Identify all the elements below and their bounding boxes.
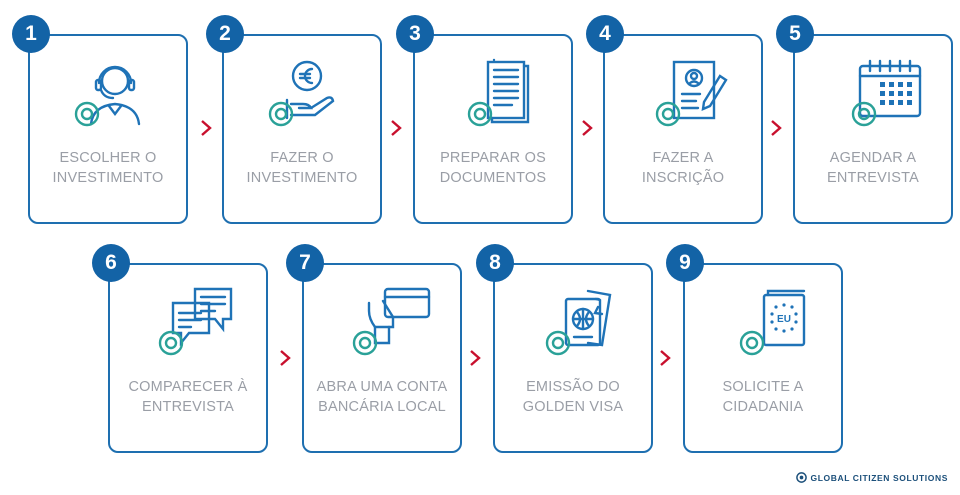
passport-badge-text: EU <box>777 314 791 325</box>
step-number-2: 2 <box>206 15 244 53</box>
step-number-6: 6 <box>92 244 130 282</box>
support-agent-icon <box>53 56 163 136</box>
eu-passport-icon: EU <box>708 285 818 365</box>
step-number-9: 9 <box>666 244 704 282</box>
passport-ticket-icon <box>518 285 628 365</box>
application-form-icon <box>628 56 738 136</box>
calendar-icon <box>818 56 928 136</box>
brand-logo: GLOBAL CITIZEN SOLUTIONS <box>795 472 949 483</box>
chevron-right-icon <box>582 120 593 136</box>
chevron-right-icon <box>771 120 782 136</box>
chevron-right-icon <box>280 350 291 366</box>
documents-icon <box>438 56 548 136</box>
step-number-1: 1 <box>12 15 50 53</box>
step-number-8: 8 <box>476 244 514 282</box>
step-number-7: 7 <box>286 244 324 282</box>
euro-coin-hand-icon <box>247 56 357 136</box>
chevron-right-icon <box>391 120 402 136</box>
chevron-right-icon <box>660 350 671 366</box>
chevron-right-icon <box>201 120 212 136</box>
chevron-right-icon <box>470 350 481 366</box>
brand-mark-icon <box>795 472 807 483</box>
step-number-3: 3 <box>396 15 434 53</box>
step-number-5: 5 <box>776 15 814 53</box>
step-number-4: 4 <box>586 15 624 53</box>
card-hand-icon <box>327 285 437 365</box>
brand-name: GLOBAL CITIZEN SOLUTIONS <box>810 472 948 483</box>
chat-bubbles-icon <box>133 285 243 365</box>
